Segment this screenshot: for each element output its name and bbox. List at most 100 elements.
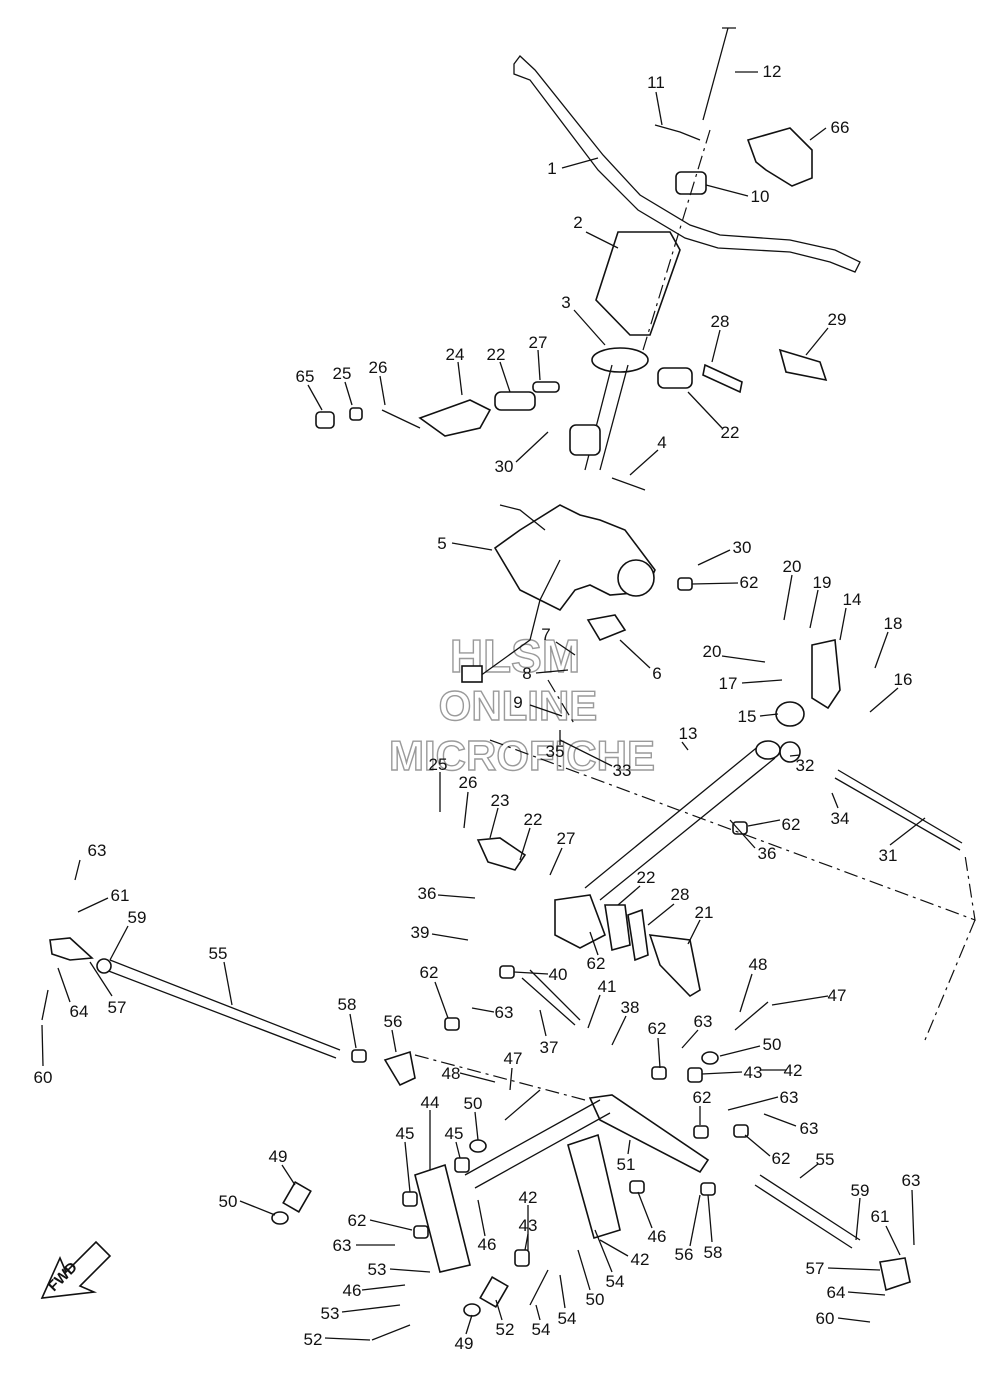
part-callout-label: 62 xyxy=(782,815,801,834)
shaft-13-end xyxy=(755,740,781,760)
leader-line xyxy=(729,819,756,849)
part-callout-label: 14 xyxy=(843,590,862,609)
center-arm-44 xyxy=(414,1163,471,1273)
leader-line xyxy=(513,971,549,975)
leader-line xyxy=(759,713,779,717)
part-callout-label: 54 xyxy=(532,1320,551,1339)
washer-50c xyxy=(469,1139,487,1153)
leader-line xyxy=(627,1139,631,1155)
axis-steering xyxy=(639,129,711,361)
leader-line xyxy=(827,1267,881,1271)
pipe-49b xyxy=(479,1276,509,1308)
part-callout-label: 20 xyxy=(783,557,802,576)
part-callout-label: 1 xyxy=(547,159,556,178)
part-callout-label: 55 xyxy=(209,944,228,963)
arm-21 xyxy=(648,934,701,998)
assembly-lines xyxy=(414,679,976,1101)
rod-31 xyxy=(834,769,963,851)
part-callout-label: 63 xyxy=(333,1236,352,1255)
bracket-29 xyxy=(778,348,828,382)
part-callout-label: 34 xyxy=(831,809,850,828)
leader-line xyxy=(549,847,563,876)
leader-line xyxy=(585,231,619,249)
part-callout-label: 44 xyxy=(421,1093,440,1112)
nut-62a xyxy=(677,577,693,591)
part-callout-label: 50 xyxy=(464,1094,483,1113)
part-callout-label: 33 xyxy=(613,761,632,780)
part-callout-label: 64 xyxy=(70,1002,89,1021)
leader-line xyxy=(689,1194,701,1247)
leader-line xyxy=(587,994,601,1029)
part-callout-label: 35 xyxy=(546,742,565,761)
leader-line xyxy=(471,1007,495,1013)
part-callout-label: 43 xyxy=(519,1216,538,1235)
bushing-45b xyxy=(454,1157,470,1173)
leader-line xyxy=(437,894,476,899)
part-callout-label: 31 xyxy=(879,846,898,865)
leader-line xyxy=(459,1072,496,1083)
leader-line xyxy=(741,679,783,684)
center-arm-42 xyxy=(567,1133,621,1240)
leader-line xyxy=(885,1225,901,1256)
part-callout-label: 62 xyxy=(648,1019,667,1038)
part-callout-label: 5 xyxy=(437,534,446,553)
leader-line xyxy=(109,925,129,961)
bolt-47b xyxy=(504,1089,541,1121)
bracket-6 xyxy=(586,614,627,641)
part-callout-label: 7 xyxy=(541,625,550,644)
part-callout-label: 62 xyxy=(693,1088,712,1107)
part-callout-label: 36 xyxy=(758,844,777,863)
part-callout-label: 22 xyxy=(637,868,656,887)
part-callout-label: 29 xyxy=(828,310,847,329)
nut-65 xyxy=(315,411,335,429)
assembly-line-d xyxy=(547,679,576,726)
shaft-13 xyxy=(584,744,776,901)
assembly-line-b xyxy=(924,919,976,1041)
ball-joint-32 xyxy=(779,741,801,763)
leader-line xyxy=(463,791,469,829)
part-callout-label: 50 xyxy=(763,1035,782,1054)
bolt-60a xyxy=(41,989,49,1021)
part-callout-label: 50 xyxy=(586,1290,605,1309)
housing-3 xyxy=(591,347,649,373)
part-callout-label: 63 xyxy=(780,1088,799,1107)
collar-15 xyxy=(775,701,805,727)
leader-line xyxy=(539,1009,547,1037)
part-callout-label: 18 xyxy=(884,614,903,633)
part-callout-label: 32 xyxy=(796,756,815,775)
part-callout-label: 28 xyxy=(711,312,730,331)
leader-line xyxy=(281,1164,296,1186)
part-callout-label: 38 xyxy=(621,998,640,1017)
part-callout-label: 6 xyxy=(652,664,661,683)
leader-line xyxy=(783,574,793,621)
leader-line xyxy=(559,739,613,767)
leader-line xyxy=(509,1067,513,1091)
leader-line xyxy=(41,1024,44,1067)
part-callout-label: 64 xyxy=(827,1283,846,1302)
leader-line xyxy=(889,817,926,846)
part-callout-label: 3 xyxy=(561,293,570,312)
part-callout-label: 52 xyxy=(496,1320,515,1339)
part-callout-label: 12 xyxy=(763,62,782,81)
leader-line xyxy=(559,1274,566,1309)
part-callout-label: 30 xyxy=(495,457,514,476)
tie-rod-end xyxy=(96,958,112,974)
bushing-43a xyxy=(514,1249,530,1267)
part-callout-label: 63 xyxy=(495,1003,514,1022)
nut-62d xyxy=(651,1066,667,1080)
leader-line xyxy=(474,1111,479,1141)
part-callout-label: 56 xyxy=(384,1012,403,1031)
leader-line xyxy=(349,1013,357,1049)
part-callout-label: 62 xyxy=(740,573,759,592)
part-callout-label: 46 xyxy=(478,1235,497,1254)
leader-line xyxy=(727,1096,779,1111)
leader-line xyxy=(809,127,827,141)
leader-line xyxy=(457,361,463,396)
washer-50b xyxy=(463,1303,481,1317)
nut-58b xyxy=(700,1182,716,1196)
leader-line xyxy=(719,1045,761,1057)
part-callout-label: 50 xyxy=(219,1192,238,1211)
part-callout-label: 30 xyxy=(733,538,752,557)
